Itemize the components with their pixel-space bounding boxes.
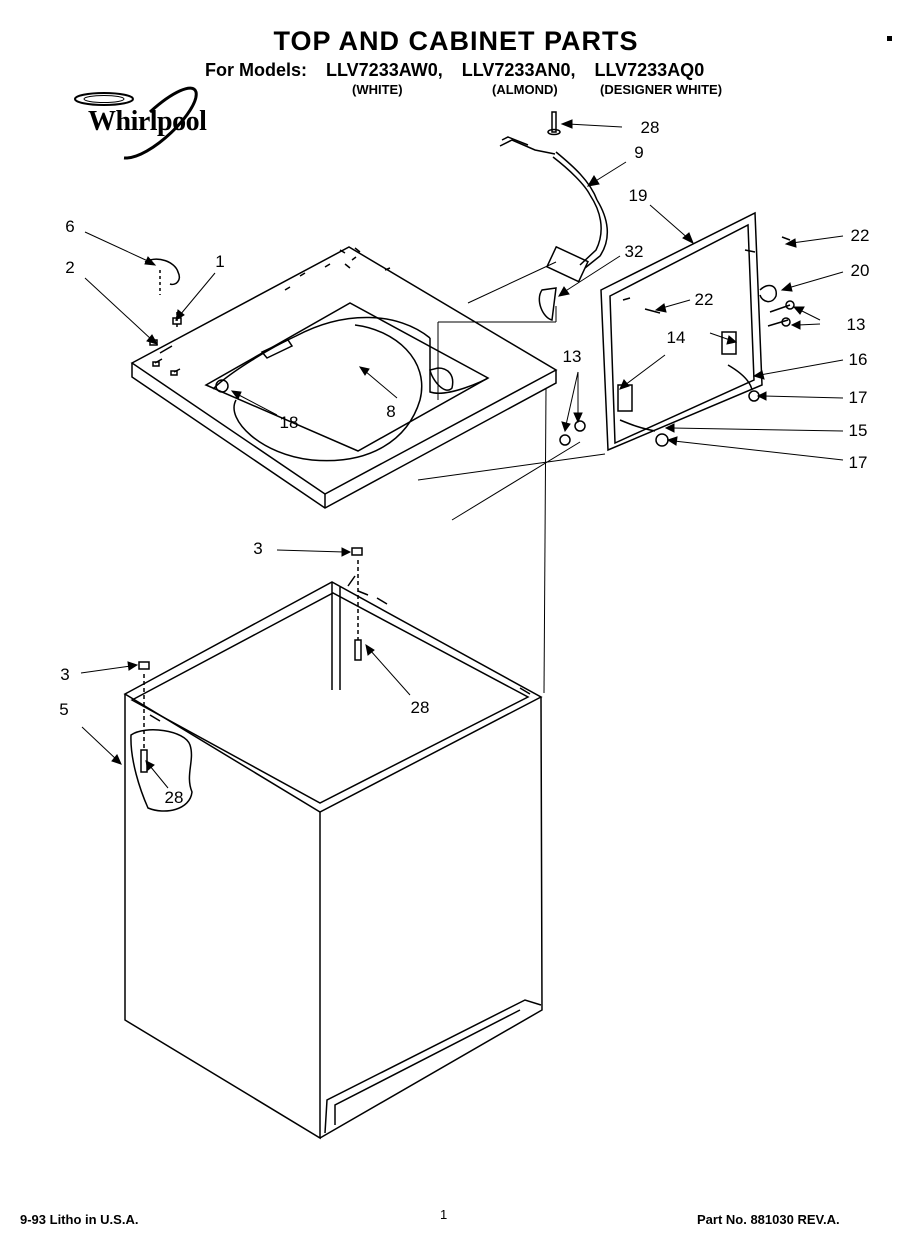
callout-17-lower: 17: [848, 453, 868, 472]
footer-litho: 9-93 Litho in U.S.A.: [20, 1212, 139, 1227]
screws-13: [559, 300, 795, 446]
registration-mark: [887, 36, 892, 41]
diagram-title: TOP AND CABINET PARTS: [273, 26, 639, 56]
callout-3-upper: 3: [253, 539, 263, 558]
footer-part-number: Part No. 881030 REV.A.: [697, 1212, 840, 1227]
callout-3-lower: 3: [60, 665, 70, 684]
callout-13-right: 13: [846, 315, 866, 334]
model-color-2: (ALMOND): [492, 82, 558, 97]
callout-28-cabinet: 28: [410, 698, 430, 717]
cabinet-screws: [138, 547, 363, 773]
model-code-1: LLV7233AW0,: [326, 60, 443, 80]
model-color-3: (DESIGNER WHITE): [600, 82, 723, 97]
callout-17-upper: 17: [848, 388, 868, 407]
callout-22-lower: 22: [694, 290, 714, 309]
cabinet: [123, 575, 543, 1140]
whirlpool-logo-text: Whirlpool: [88, 106, 207, 137]
small-brackets: [144, 258, 182, 330]
model-list: For Models: LLV7233AW0, LLV7233AN0, LLV7…: [205, 60, 718, 81]
callout-8: 8: [386, 402, 396, 421]
callout-1: 1: [215, 252, 225, 271]
model-color-1: (WHITE): [352, 82, 403, 97]
washer-top-assembly: [130, 246, 558, 509]
model-code-3: LLV7233AQ0: [594, 60, 705, 80]
callout-6: 6: [65, 217, 75, 236]
callout-15: 15: [848, 421, 868, 440]
models-prefix: For Models:: [205, 60, 307, 80]
whirlpool-logo: [74, 86, 198, 160]
model-code-2: LLV7233AN0,: [461, 60, 576, 80]
power-cord: [499, 136, 608, 321]
callout-19: 19: [628, 186, 648, 205]
callout-5: 5: [59, 700, 69, 719]
footer-page-number: 1: [440, 1207, 448, 1222]
callout-28-side: 28: [164, 788, 184, 807]
callout-16: 16: [848, 350, 868, 369]
callout-22-upper: 22: [850, 226, 870, 245]
callout-2: 2: [65, 258, 75, 277]
callout-32: 32: [624, 242, 644, 261]
leader-lines: [80, 119, 844, 789]
callout-20: 20: [850, 261, 870, 280]
callout-13-left: 13: [562, 347, 582, 366]
console-frame: [600, 211, 791, 452]
callout-28-top: 28: [640, 118, 660, 137]
callout-14: 14: [666, 328, 686, 347]
callout-18: 18: [279, 413, 299, 432]
screw-28-top: [547, 111, 561, 136]
callout-9: 9: [634, 143, 644, 162]
alignment-lines: [417, 261, 606, 694]
